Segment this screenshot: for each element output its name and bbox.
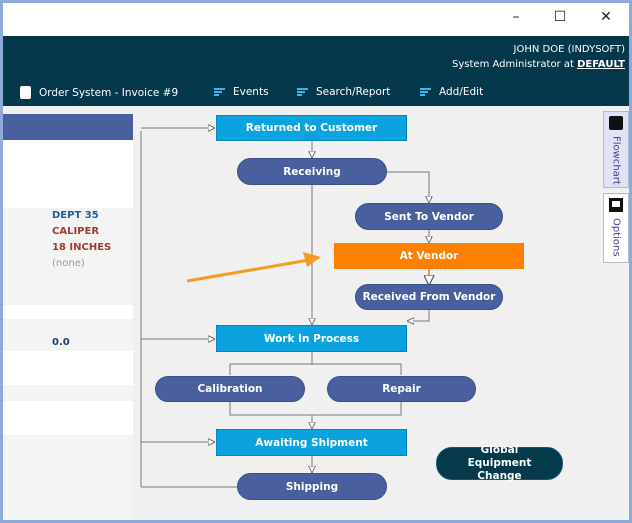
tab-flowchart[interactable]: Flowchart [603,111,629,188]
pointer-arrow [186,258,310,283]
none-value: (none) [52,258,85,269]
order-system-title[interactable]: Order System - Invoice #9 [20,86,178,99]
nav-add-edit[interactable]: Add/Edit [420,86,483,98]
site-link[interactable]: DEFAULT [577,59,625,70]
close-button[interactable]: ✕ [600,9,612,25]
user-name: JOHN DOE (INDYSOFT) [513,44,625,55]
nav-label: Events [233,86,269,98]
minimize-button[interactable]: – [512,9,520,25]
title-bar: – ☐ ✕ [3,3,629,36]
nav-events[interactable]: Events [214,86,269,98]
app-window: – ☐ ✕ JOHN DOE (INDYSOFT) System Adminis… [3,3,629,520]
node-returned-to-customer[interactable]: Returned to Customer [216,115,407,141]
app-header: JOHN DOE (INDYSOFT) System Administrator… [3,36,629,106]
global-equipment-change-button[interactable]: Global Equipment Change [436,444,563,482]
node-received-from-vendor[interactable]: Received From Vendor [355,284,503,310]
computer-icon [609,198,623,212]
node-receiving[interactable]: Receiving [237,158,387,185]
node-sent-to-vendor[interactable]: Sent To Vendor [355,203,503,230]
flowchart-icon [609,116,623,130]
menu-icon [420,87,431,97]
flowchart-connectors [140,3,629,488]
node-calibration[interactable]: Calibration [155,376,305,402]
tab-options[interactable]: Options [603,193,629,263]
page-title: Order System - Invoice #9 [39,86,179,99]
nav-search-report[interactable]: Search/Report [297,86,390,98]
maximize-button[interactable]: ☐ [553,9,567,25]
node-shipping[interactable]: Shipping [237,473,387,500]
clipboard-icon [20,86,31,99]
user-info: JOHN DOE (INDYSOFT) System Administrator… [452,42,625,72]
node-awaiting-shipment[interactable]: Awaiting Shipment [216,429,407,456]
menu-icon [297,87,308,97]
node-repair[interactable]: Repair [327,376,476,402]
dept-value: DEPT 35 [52,210,99,221]
node-at-vendor[interactable]: At Vendor [334,243,524,269]
user-role: System Administrator at [452,59,574,70]
nav-label: Add/Edit [439,86,484,98]
amount-value: 0.0 [52,337,70,348]
tab-label: Options [610,218,622,257]
nav-label: Search/Report [316,86,391,98]
details-panel: DEPT 35 CALIPER 18 INCHES (none) 0.0 [3,106,133,520]
menu-icon [214,87,225,97]
size-value: 18 INCHES [52,242,112,253]
panel-header [3,114,133,140]
tab-label: Flowchart [610,136,622,185]
item-value: CALIPER [52,226,100,237]
node-work-in-process[interactable]: Work In Process [216,325,407,352]
